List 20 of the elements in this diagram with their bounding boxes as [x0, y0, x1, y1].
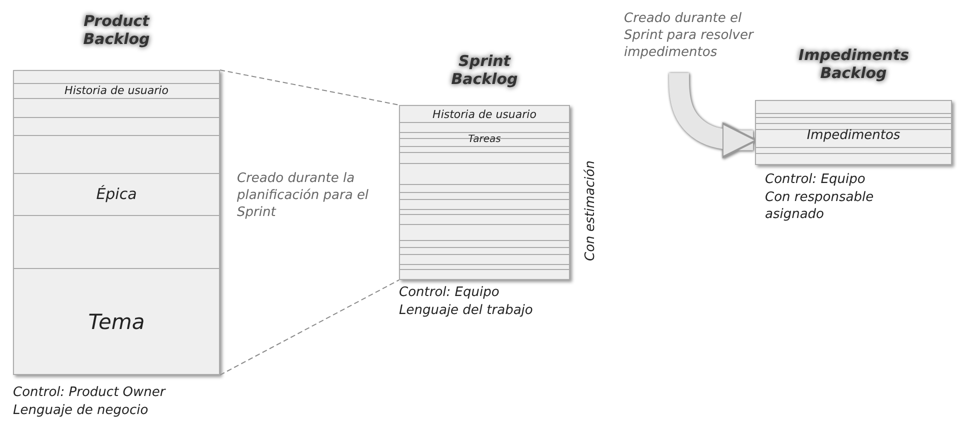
- vertical-note: Con estimación: [582, 160, 599, 261]
- note-text: Creado durante el Sprint para resolver impedimentos: [624, 10, 774, 61]
- row-label: Impedimentos: [806, 128, 900, 142]
- note-text: Control: Product Owner: [13, 384, 166, 401]
- row-label: Tema: [88, 310, 145, 334]
- note-text: Lenguaje de negocio: [13, 402, 148, 419]
- note-text: Lenguaje del trabajo: [399, 302, 533, 319]
- dashed-line: [220, 70, 400, 106]
- backlog-title: Sprint Backlog: [450, 52, 519, 88]
- note-text: Con responsable asignado: [765, 189, 875, 223]
- note-text: Control: Equipo: [765, 171, 866, 188]
- row-label: Tareas: [468, 134, 501, 144]
- backlog-title: Impediments Backlog: [798, 46, 908, 82]
- note-text: Creado durante la planificación para el Sprint: [237, 170, 370, 221]
- note-text: Control: Equipo: [399, 284, 500, 301]
- backlog-title: Product Backlog: [82, 12, 151, 48]
- row-label: Historia de usuario: [64, 84, 168, 97]
- row-label: Historia de usuario: [432, 108, 536, 120]
- row-label: Épica: [96, 185, 137, 203]
- dashed-line: [220, 280, 400, 376]
